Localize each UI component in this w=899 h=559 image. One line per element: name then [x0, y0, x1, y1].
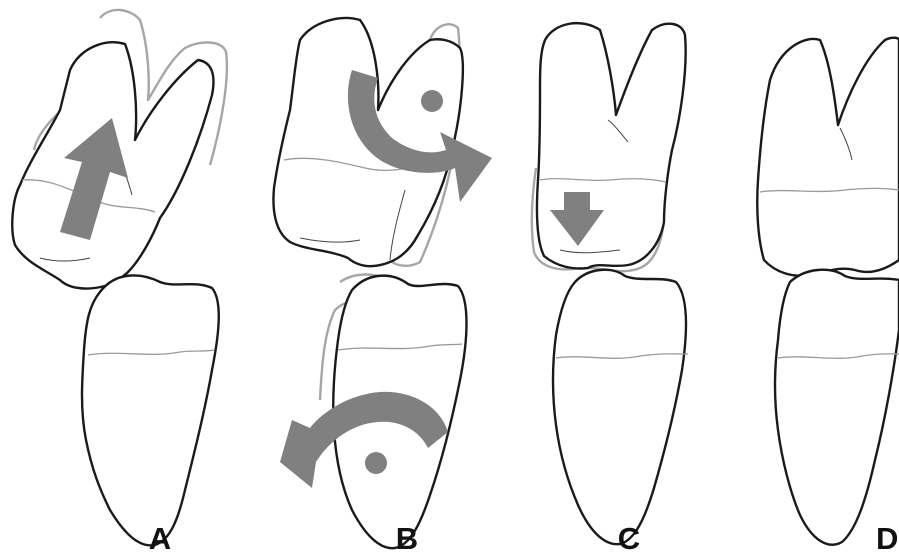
panel-label-b: B	[396, 521, 418, 556]
panel-a	[12, 10, 227, 545]
panel-c-lower-premolar	[553, 270, 686, 544]
panel-b	[273, 18, 492, 548]
panel-b-lower-rotation-center	[365, 452, 387, 474]
panel-d-lower-premolar	[775, 270, 899, 545]
panel-d-upper-molar	[757, 38, 899, 276]
panel-label-c: C	[618, 521, 640, 556]
panel-b-upper-rotation-center	[421, 90, 443, 112]
panel-label-d: D	[876, 521, 898, 556]
panel-a-lower-premolar	[82, 275, 219, 545]
panel-c	[532, 23, 688, 544]
panel-label-a: A	[149, 521, 171, 556]
panel-d	[757, 38, 899, 545]
